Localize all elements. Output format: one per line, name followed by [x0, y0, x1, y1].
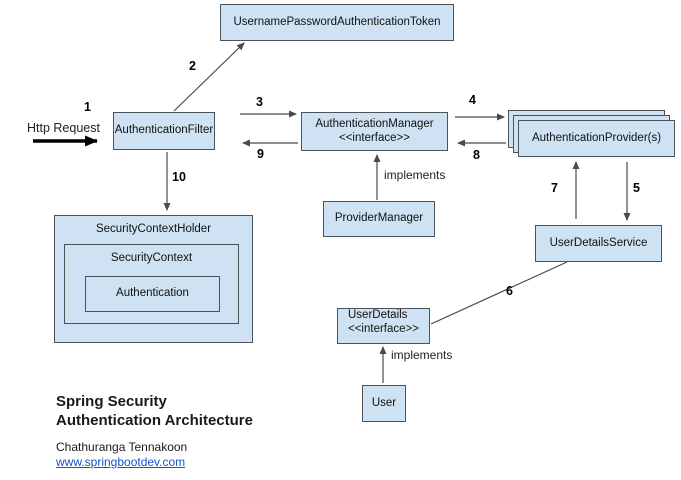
author-name: Chathuranga Tennakoon [56, 440, 188, 454]
step-number-7: 7 [551, 181, 558, 195]
security-context-holder-label: SecurityContextHolder [95, 223, 212, 235]
step-number-5: 5 [633, 181, 640, 195]
box-authentication: Authentication [85, 276, 220, 312]
box-authentication-providers: AuthenticationProvider(s) [518, 120, 675, 157]
arrow-step2-filter-to-token [173, 42, 245, 112]
diagram-title-line2: Authentication Architecture [56, 412, 253, 429]
step-number-9: 9 [257, 147, 264, 161]
step-number-3: 3 [256, 95, 263, 109]
box-user-details-service: UserDetailsService [535, 225, 662, 262]
line-step6-uds-to-userdetails [430, 261, 568, 325]
security-context-label: SecurityContext [110, 252, 193, 264]
user-details-stereotype: <<interface>> [348, 322, 419, 335]
step-number-2: 2 [189, 59, 196, 73]
box-security-context-holder: SecurityContextHolder SecurityContext Au… [54, 215, 253, 343]
implements-label-provider-manager: implements [384, 168, 446, 182]
step-number-10: 10 [172, 170, 186, 184]
step-number-4: 4 [469, 93, 476, 107]
step-number-1: 1 [84, 100, 91, 114]
website-link[interactable]: www.springbootdev.com [56, 455, 186, 469]
step-number-6: 6 [506, 284, 513, 298]
step-number-8: 8 [473, 148, 480, 162]
box-provider-manager: ProviderManager [323, 201, 435, 237]
authentication-manager-stereotype: <<interface>> [339, 131, 410, 144]
box-security-context: SecurityContext Authentication [64, 244, 239, 324]
user-details-name: UserDetails [348, 309, 408, 321]
diagram-title-line1: Spring Security [56, 393, 167, 410]
box-authentication-filter: AuthenticationFilter [113, 112, 215, 150]
box-authentication-manager: AuthenticationManager <<interface>> [301, 112, 448, 151]
http-request-label: Http Request [27, 121, 100, 135]
box-user: User [362, 385, 406, 422]
diagram-title: Spring Security Authentication Architect… [56, 392, 253, 430]
implements-label-user: implements [391, 348, 453, 362]
box-user-details: UserDetails <<interface>> [337, 308, 430, 344]
box-username-password-authentication-token: UsernamePasswordAuthenticationToken [220, 4, 454, 41]
authentication-manager-name: AuthenticationManager [315, 118, 434, 130]
